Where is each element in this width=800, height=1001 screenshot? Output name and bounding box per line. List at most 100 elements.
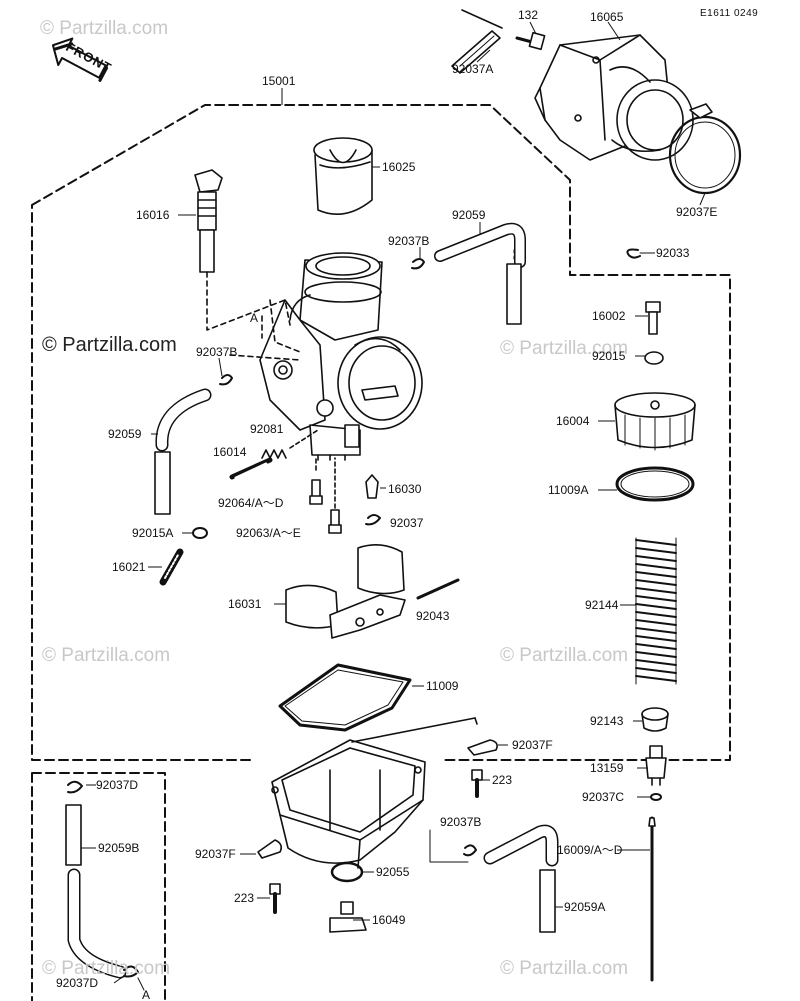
clip-92037D-top: [67, 780, 83, 794]
throttle-valve-16025: [313, 137, 373, 216]
part-label-16014: 16014: [213, 445, 247, 459]
bracket-92037F-right: [467, 739, 498, 756]
part-label-16049: 16049: [372, 913, 406, 927]
part-label-16030: 16030: [388, 482, 422, 496]
part-label-92081: 92081: [250, 422, 284, 436]
clip-92037C: [650, 793, 662, 801]
watermark: © Partzilla.com: [42, 958, 171, 979]
float-chamber: [271, 739, 426, 869]
clip-92037B-mid: [219, 374, 233, 386]
pin-92043: [416, 578, 460, 600]
leader-lines: [81, 21, 706, 984]
part-label-92037B-mid: 92037B: [196, 345, 238, 359]
part-label-92059A: 92059A: [564, 900, 606, 914]
spring-92081: [261, 449, 287, 459]
part-label-92064: 92064/A～D: [218, 496, 284, 510]
part-label-92037D-top: 92037D: [96, 778, 139, 792]
part-label-16031: 16031: [228, 597, 262, 611]
watermark: © Partzilla.com: [42, 645, 171, 666]
gasket-11009A: [615, 466, 695, 502]
watermark: © Partzilla.com: [500, 338, 629, 359]
watermark-primary: © Partzilla.com: [42, 334, 177, 356]
gasket-11009: [278, 663, 412, 732]
part-label-223-low: 223: [234, 891, 255, 905]
part-label-16021: 16021: [112, 560, 146, 574]
part-label-92063: 92063/A～E: [236, 526, 301, 540]
bracket-92037F-left: [257, 839, 282, 859]
clip-92033: [626, 248, 641, 259]
screw-16002: [645, 301, 661, 335]
part-label-16065: 16065: [590, 10, 624, 24]
part-label-92037C: 92037C: [582, 790, 625, 804]
part-label-A-low: A: [142, 988, 151, 1001]
part-label-16016: 16016: [136, 208, 170, 222]
part-label-92059B: 92059B: [98, 841, 140, 855]
part-label-92143: 92143: [590, 714, 624, 728]
bolt-223-low: [269, 883, 281, 914]
part-label-11009A: 11009A: [548, 483, 589, 497]
clip-92037D-low: [123, 965, 139, 978]
part-label-92015A: 92015A: [132, 526, 174, 540]
jet-92064: [309, 479, 323, 505]
part-label-92037-mid: 92037: [390, 516, 424, 530]
part-label-16002: 16002: [592, 309, 626, 323]
intake-holder-16065: [534, 34, 694, 161]
screw-16021: [159, 548, 184, 586]
part-label-13159: 13159: [590, 761, 624, 775]
washer-92015A: [192, 527, 208, 539]
screw-16014: [229, 457, 273, 480]
part-label-92037D-low: 92037D: [56, 976, 99, 990]
hose-92059B: [65, 804, 82, 866]
part-label-92015: 92015: [592, 349, 626, 363]
clip-92037-mid: [365, 514, 381, 526]
part-label-132: 132: [518, 8, 539, 22]
watermark: © Partzilla.com: [500, 645, 629, 666]
part-label-92033: 92033: [656, 246, 690, 260]
watermark: © Partzilla.com: [500, 958, 629, 979]
bolt-223-top: [471, 769, 483, 798]
part-label-A-mid: A: [250, 311, 259, 325]
part-label-92037B-low: 92037B: [440, 815, 482, 829]
clip-92037B-top: [411, 258, 425, 270]
float-16031: [285, 544, 406, 639]
clip-92037B-low: [463, 844, 477, 857]
part-label-92037B-top: 92037B: [388, 234, 430, 248]
carburetor-body: [259, 252, 423, 461]
front-arrow: [51, 37, 109, 82]
nut-92015: [644, 351, 664, 365]
oring-92055: [330, 861, 364, 883]
part-label-16009: 16009/A～D: [557, 843, 623, 857]
part-label-92059-top: 92059: [452, 208, 486, 222]
needle-valve-16030: [365, 474, 379, 499]
hose-92059-top: [434, 222, 526, 325]
adjuster-16016: [194, 169, 223, 301]
drawing-code: E1611 0249: [700, 8, 759, 19]
hose-box-boundary: [31, 772, 166, 1001]
holder-13159: [645, 745, 667, 786]
spring-92144: [635, 537, 677, 685]
hose-92059-left: [154, 388, 212, 515]
clamp-92037A: [451, 9, 503, 74]
hose-92059B-lower: [67, 868, 127, 979]
part-label-223-top: 223: [492, 773, 513, 787]
assembly-boundary: [31, 104, 731, 761]
part-label-92055: 92055: [376, 865, 410, 879]
cap-16004: [614, 392, 696, 451]
part-label-92059-left: 92059: [108, 427, 142, 441]
seat-92143: [641, 707, 669, 732]
part-label-11009: 11009: [426, 679, 459, 693]
part-label-92037A: 92037A: [452, 62, 494, 76]
part-label-15001: 15001: [262, 74, 296, 88]
jet-92063: [328, 509, 342, 534]
hose-92059A: [483, 824, 559, 933]
part-label-92144: 92144: [585, 598, 619, 612]
part-label-92037F-left: 92037F: [195, 847, 236, 861]
part-label-92043: 92043: [416, 609, 450, 623]
part-label-16004: 16004: [556, 414, 590, 428]
part-label-92037E: 92037E: [676, 205, 718, 219]
bolt-132: [515, 31, 546, 51]
watermark: © Partzilla.com: [40, 18, 169, 39]
plug-16049: [329, 901, 367, 933]
